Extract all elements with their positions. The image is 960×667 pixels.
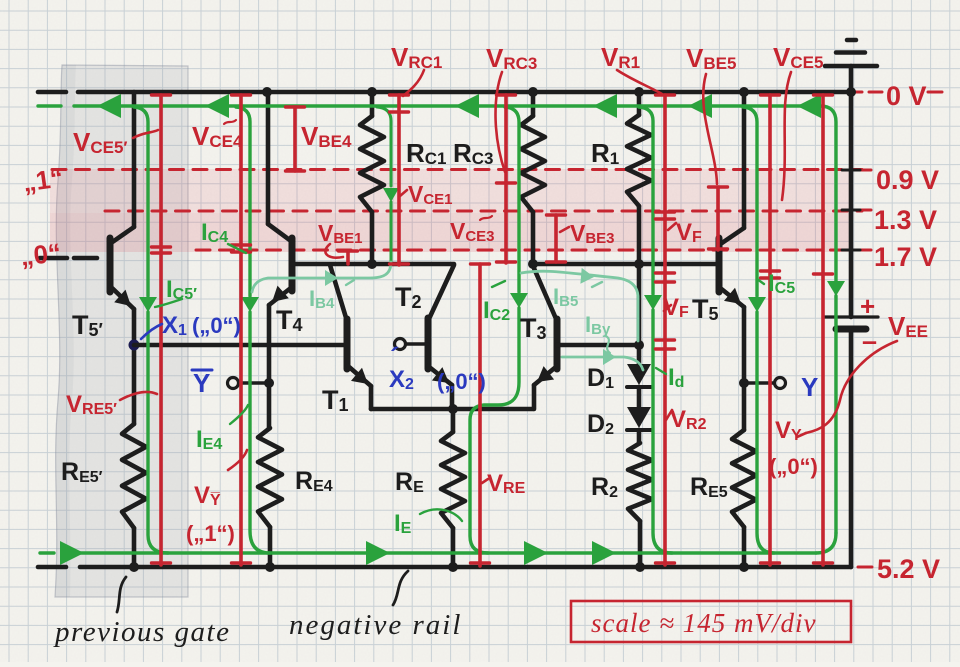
svg-text:+: +	[860, 291, 875, 321]
svg-text:negative rail: negative rail	[289, 609, 462, 641]
svg-text:1.7 V: 1.7 V	[874, 242, 937, 272]
svg-text:VBE3: VBE3	[570, 220, 615, 247]
svg-text:(„0“): („0“)	[769, 454, 818, 479]
svg-text:(„0“): („0“)	[437, 369, 486, 394]
svg-text:Y: Y	[193, 368, 210, 398]
svg-text:„0“: „0“	[19, 237, 62, 271]
svg-text:„1“: „1“	[21, 162, 65, 197]
svg-text:0 V: 0 V	[886, 81, 927, 111]
svg-text:R1: R1	[591, 138, 619, 168]
svg-text:previous gate: previous gate	[53, 616, 230, 648]
svg-text:1.3 V: 1.3 V	[874, 205, 937, 235]
svg-text:5.2 V: 5.2 V	[877, 554, 940, 584]
svg-text:VCE3: VCE3	[450, 218, 495, 245]
svg-text:–: –	[862, 326, 877, 356]
svg-text:VBE4: VBE4	[301, 121, 352, 151]
svg-text:´: ´	[390, 342, 399, 373]
svg-text:(„1“): („1“)	[186, 521, 235, 546]
svg-text:scale ≈ 145 mV/div: scale ≈ 145 mV/div	[591, 608, 817, 638]
svg-text:Y: Y	[801, 372, 818, 402]
svg-text:(„0“): („0“)	[192, 313, 241, 338]
svg-text:0.9 V: 0.9 V	[876, 165, 939, 195]
